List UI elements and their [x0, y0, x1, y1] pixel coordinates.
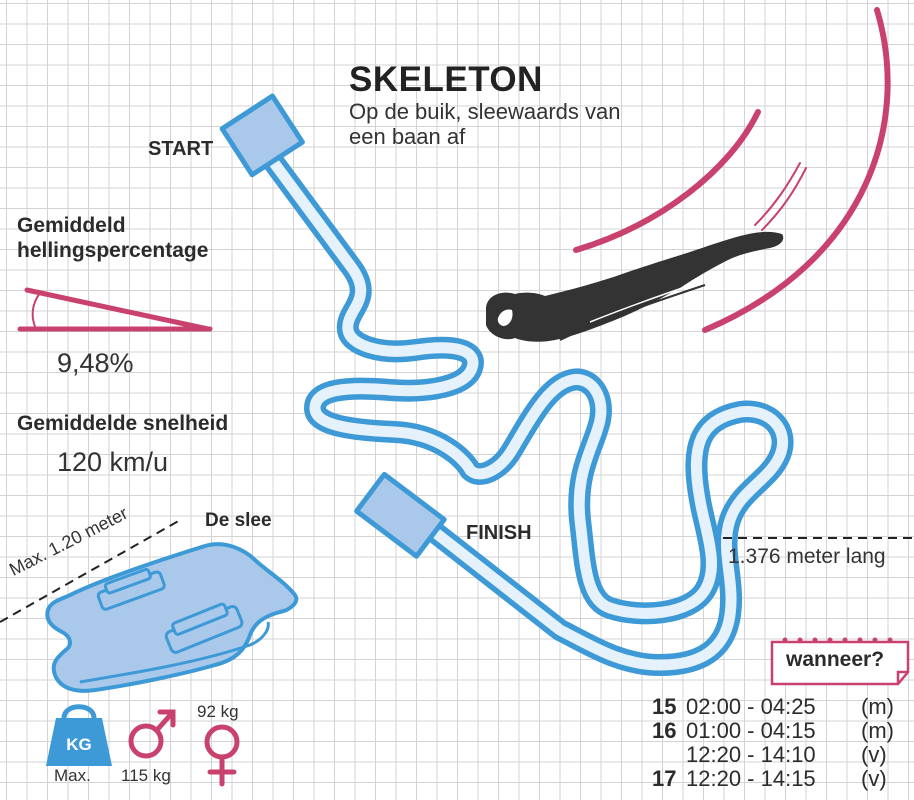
sled-icon: [45, 542, 299, 693]
track: [219, 93, 794, 676]
male-symbol-icon: [128, 709, 176, 759]
start-box: [219, 93, 305, 178]
speed-value: 120 km/u: [57, 447, 169, 477]
sled-dimension-guide: [0, 518, 183, 623]
speed-lines: [573, 7, 891, 333]
schedule-time: 12:20 - 14:15: [686, 766, 816, 791]
schedule-row: 17 12:20 - 14:15 (v): [652, 767, 887, 791]
schedule-day: 17: [652, 766, 677, 791]
schedule-heading: wanneer?: [786, 648, 885, 671]
athlete-silhouette-icon: [486, 231, 784, 342]
male-weight-label: 115 kg: [121, 766, 171, 785]
start-label: START: [148, 138, 214, 160]
schedule-time: 01:00 - 04:15: [686, 718, 816, 743]
speed-title: Gemiddelde snelheid: [17, 412, 229, 435]
slope-value: 9,48%: [57, 348, 134, 378]
schedule-category: (m): [861, 718, 894, 743]
schedule-category: (m): [861, 694, 894, 719]
max-label: Max.: [54, 766, 91, 785]
wanneer-note-icon: [770, 637, 910, 686]
schedule-category: (v): [861, 766, 887, 791]
schedule-time: 12:20 - 14:10: [686, 742, 816, 767]
kg-weight-icon: [46, 704, 112, 766]
schedule-row: 15 02:00 - 04:25 (m): [652, 695, 894, 719]
female-symbol-icon: [204, 724, 240, 787]
finish-label: FINISH: [466, 522, 532, 544]
slope-title: Gemiddeld hellingspercentage: [17, 214, 209, 262]
female-weight-label: 92 kg: [197, 702, 239, 721]
finish-box: [354, 471, 447, 559]
track-inner: [257, 142, 789, 671]
schedule-row: 12:20 - 14:10 (v): [652, 743, 887, 767]
schedule-time: 02:00 - 04:25: [686, 694, 816, 719]
schedule-row: 16 01:00 - 04:15 (m): [652, 719, 894, 743]
slope-triangle-icon: [17, 287, 213, 332]
page-title: SKELETON: [349, 60, 543, 99]
schedule-day: 16: [652, 718, 677, 743]
kg-icon-text: KG: [66, 735, 92, 754]
sled-title: De slee: [205, 510, 272, 531]
schedule-day: 15: [652, 694, 677, 719]
schedule-category: (v): [861, 742, 887, 767]
track-length-label: 1.376 meter lang: [728, 545, 886, 568]
page-subtitle: Op de buik, sleewaards van een baan af: [349, 99, 621, 149]
